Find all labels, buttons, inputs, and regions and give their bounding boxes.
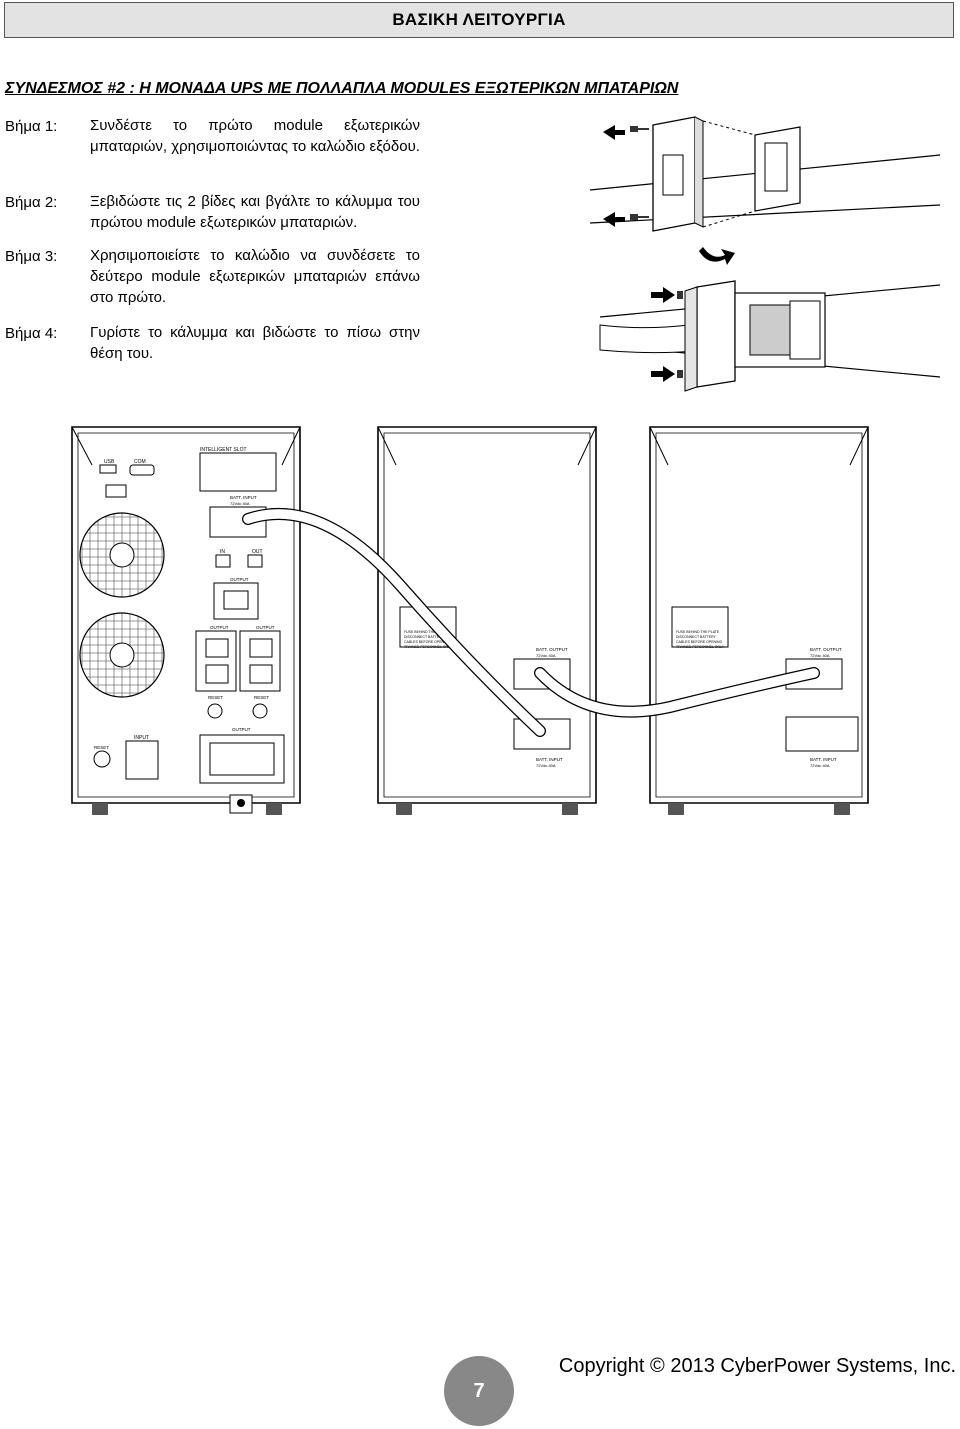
svg-text:72Vdc 40A: 72Vdc 40A [536, 653, 556, 658]
svg-text:RESET: RESET [94, 745, 109, 750]
cover-plate-rotated [696, 280, 736, 388]
svg-text:DISCONNECT BATTERY: DISCONNECT BATTERY [676, 635, 717, 639]
network-in-port [215, 554, 231, 568]
reset-button [207, 703, 223, 719]
screw-icon [630, 126, 649, 132]
svg-text:INPUT: INPUT [134, 735, 149, 741]
chassis-edge-line [589, 204, 941, 224]
svg-text:RESET: RESET [254, 695, 269, 700]
battery-module-2: FUSE BEHIND THE PLATE DISCONNECT BATTERY… [649, 426, 869, 815]
usb-port [99, 464, 117, 474]
svg-text:72Vdc 40A: 72Vdc 40A [536, 763, 556, 768]
batt-input-cover [785, 716, 859, 752]
step-1-label: Βήμα 1: [5, 118, 58, 135]
step-4-text: Γυρίστε το κάλυμμα και βιδώστε το πίσω σ… [90, 324, 420, 362]
batt-input-label: BATT. INPUT [230, 495, 257, 500]
batt-output-label: BATT. OUTPUT [536, 647, 568, 652]
screw-icon [677, 291, 683, 299]
intelligent-slot-label: INTELLIGENT SLOT [200, 447, 247, 453]
section-title: ΣΥΝΔΕΣΜΟΣ #2 : Η ΜΟΝΑΔΑ UPS ΜΕ ΠΟΛΛΑΠΛΑ … [5, 80, 679, 97]
output-socket [249, 664, 273, 684]
page-number-badge: 7 [444, 1356, 514, 1426]
svg-text:TRAINED PERSONNEL ONLY: TRAINED PERSONNEL ONLY [676, 645, 725, 649]
output-socket-c19 [213, 582, 259, 620]
svg-text:CABLES BEFORE OPENING: CABLES BEFORE OPENING [404, 640, 451, 644]
ups-battery-connection-illustration: USB COM INTELLIGENT SLOT BATT. INPUT 72V… [71, 426, 869, 815]
input-socket [125, 740, 159, 780]
arrow-right-icon [651, 366, 675, 382]
svg-text:OUTPUT: OUTPUT [232, 727, 251, 732]
svg-text:TRAINED PERSONNEL ONLY: TRAINED PERSONNEL ONLY [404, 645, 453, 649]
svg-text:BATT. INPUT: BATT. INPUT [810, 757, 837, 762]
reset-button [93, 750, 111, 768]
com-port [129, 464, 155, 476]
copyright-text: Copyright © 2013 CyberPower Systems, Inc… [558, 1355, 956, 1377]
svg-text:FUSE BEHIND THE PLATE: FUSE BEHIND THE PLATE [676, 630, 720, 634]
intelligent-slot [199, 452, 277, 492]
header-bar: ΒΑΣΙΚΗ ΛΕΙΤΟΥΡΓΙΑ [4, 2, 954, 38]
usb-label: USB [104, 459, 115, 465]
com-label: COM [134, 459, 146, 465]
svg-text:72Vdc 40A: 72Vdc 40A [810, 653, 830, 658]
svg-text:CABLES BEFORE OPENING: CABLES BEFORE OPENING [676, 640, 723, 644]
battery-module-1: FUSE BEHIND THE PLATE DISCONNECT BATTERY… [377, 426, 597, 815]
page-number: 7 [473, 1379, 485, 1402]
network-out-port [247, 554, 263, 568]
svg-text:DISCONNECT BATTERY: DISCONNECT BATTERY [404, 635, 445, 639]
screw-icon [677, 370, 683, 378]
svg-text:OUT: OUT [252, 549, 263, 555]
step-3-label: Βήμα 3: [5, 248, 58, 265]
step-1-text: Συνδέστε το πρώτο module εξωτερικών μπατ… [90, 117, 420, 155]
step-2-text: Ξεβιδώστε τις 2 βίδες και βγάλτε το κάλυ… [90, 193, 420, 231]
output-socket [205, 664, 229, 684]
svg-text:BATT. INPUT: BATT. INPUT [536, 757, 563, 762]
svg-text:72Vdc 40A: 72Vdc 40A [230, 501, 250, 506]
svg-text:BATT. OUTPUT: BATT. OUTPUT [810, 647, 842, 652]
step-3-text: Χρησιμοποιείστε το καλώδιο να συνδέσετε … [90, 247, 420, 306]
cover-plate-illustration [589, 116, 941, 392]
svg-text:FUSE BEHIND THE PLATE: FUSE BEHIND THE PLATE [404, 630, 448, 634]
svg-text:OUTPUT: OUTPUT [256, 625, 275, 630]
arrow-right-icon [651, 287, 675, 303]
svg-text:OUTPUT: OUTPUT [210, 625, 229, 630]
screw-icon [630, 214, 649, 220]
output-socket [205, 638, 229, 658]
svg-text:OUTPUT: OUTPUT [230, 577, 249, 582]
arrow-left-icon [603, 212, 625, 227]
ups-rear-panel: USB COM INTELLIGENT SLOT BATT. INPUT 72V… [71, 426, 301, 815]
header-title: ΒΑΣΙΚΗ ΛΕΙΤΟΥΡΓΙΑ [392, 10, 566, 29]
svg-text:RESET: RESET [208, 695, 223, 700]
step-2-label: Βήμα 2: [5, 194, 58, 211]
step-4-label: Βήμα 4: [5, 325, 58, 342]
rotate-arrow-icon [699, 247, 735, 265]
svg-text:IN: IN [220, 549, 225, 555]
arrow-left-icon [603, 125, 625, 140]
output-socket [249, 638, 273, 658]
svg-text:72Vdc 40A: 72Vdc 40A [810, 763, 830, 768]
cover-plate [652, 116, 696, 232]
reset-button [252, 703, 268, 719]
